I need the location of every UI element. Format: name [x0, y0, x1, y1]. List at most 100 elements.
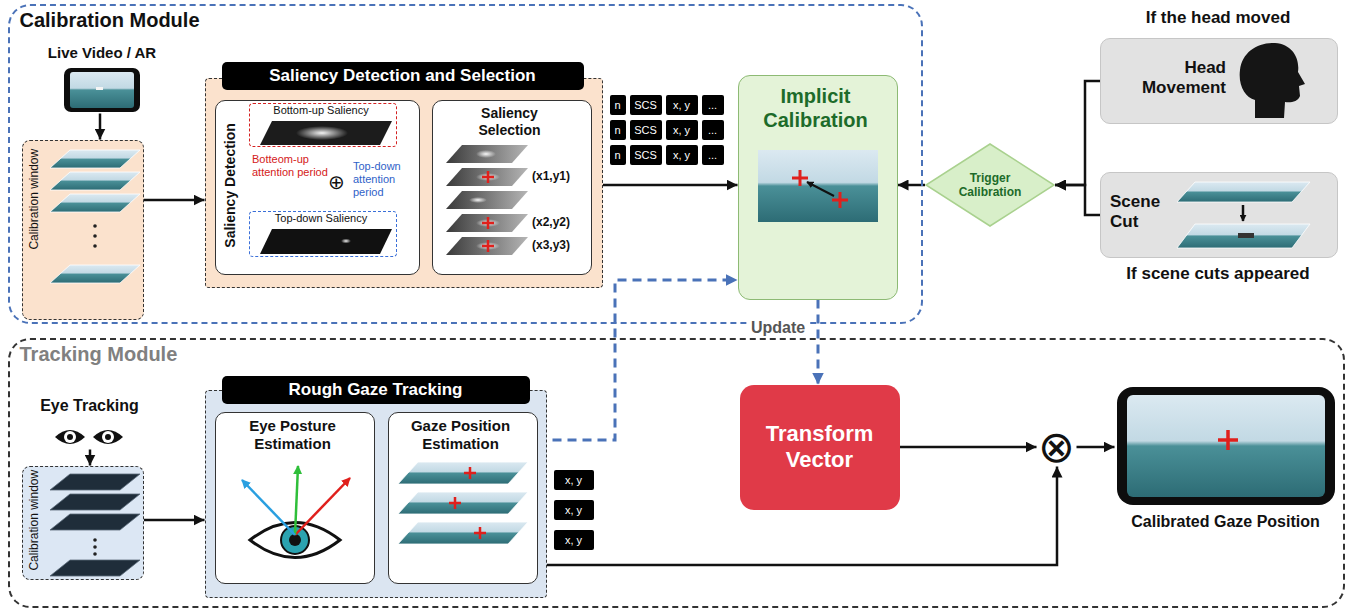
eye-posture	[242, 466, 350, 558]
cell-text: n	[610, 95, 626, 115]
cell-text: SCS	[630, 120, 662, 140]
data-cell: x, y	[666, 145, 698, 165]
saliency-map	[260, 121, 392, 145]
eye-icon	[67, 434, 73, 440]
condition-heading: If the head moved	[1100, 8, 1336, 28]
video-frames	[93, 234, 97, 238]
head-silhouette	[1240, 43, 1305, 118]
process-box: Eye Posture Estimation	[215, 412, 375, 584]
eye-icon	[55, 430, 123, 444]
condition-box: Scene CutIf scene cuts appeared	[1100, 172, 1338, 258]
window-box: Calibration window	[22, 140, 144, 320]
saliency-box: Top-down Saliency	[249, 211, 397, 257]
scene-frames	[1177, 182, 1310, 248]
data-cell: SCS	[630, 95, 662, 115]
attention-note: Botteom-up attention period	[252, 153, 328, 179]
eye-frames	[50, 514, 140, 530]
phone-icon	[64, 68, 140, 112]
operator-symbol: ⊗	[1037, 427, 1077, 467]
eye-icon	[55, 430, 85, 444]
flow-arrow	[1055, 81, 1100, 185]
data-cell: ...	[702, 95, 724, 115]
box-label: Transform Vector	[740, 421, 900, 474]
saliency-layers	[469, 197, 487, 203]
multiply-node: ⊗	[1037, 427, 1077, 467]
data-cell: x, y	[666, 95, 698, 115]
cell-text: x, y	[554, 500, 594, 520]
calibration-photo	[807, 182, 834, 196]
video-frames	[50, 194, 140, 212]
box-label: Bottom-up Saliency	[249, 104, 394, 117]
cell-text: SCS	[630, 95, 662, 115]
scene-frames	[1238, 233, 1254, 238]
data-cell: SCS	[630, 145, 662, 165]
gaze-frames	[398, 462, 528, 544]
saliency-map	[296, 126, 348, 140]
cell-text: ...	[702, 95, 724, 115]
flow-arrow	[144, 199, 205, 202]
operator-symbol: ⊕	[328, 170, 345, 194]
calibration-photo	[758, 150, 878, 222]
calibration-photo	[832, 192, 848, 208]
gaze-frames	[398, 492, 528, 514]
flow-arrow	[898, 184, 926, 187]
source-title: Live Video / AR	[45, 44, 160, 62]
cell-text: n	[610, 120, 626, 140]
box-label: Implicit Calibration	[737, 84, 894, 132]
data-cell: n	[610, 120, 626, 140]
saliency-layers	[482, 171, 494, 252]
process-panel: Eye Posture EstimationGaze Position Esti…	[205, 376, 547, 598]
cell-text: ...	[702, 120, 724, 140]
data-cell: n	[610, 95, 626, 115]
scene-frames	[1242, 205, 1245, 221]
saliency-layers	[446, 145, 528, 163]
process-box: Transform Vector	[740, 385, 900, 510]
data-cell: x, y	[554, 470, 594, 490]
update-connector	[817, 300, 820, 385]
eye-posture	[289, 534, 301, 546]
saliency-layers	[446, 145, 528, 255]
phone-display	[1117, 387, 1335, 505]
video-frames	[93, 224, 97, 228]
flow-arrow	[603, 184, 738, 187]
edge-label: Update	[748, 318, 808, 337]
display-caption: Calibrated Gaze Position	[1105, 512, 1347, 531]
flow-arrow	[99, 114, 102, 140]
update-connector	[538, 280, 738, 440]
cell-text: x, y	[666, 95, 698, 115]
diamond-shape	[926, 144, 1054, 226]
video-frames	[50, 150, 140, 283]
sensor-title: Eye Tracking	[35, 396, 145, 415]
eye-icon	[93, 430, 123, 444]
video-frames	[50, 265, 140, 283]
calibration-photo	[758, 150, 878, 222]
head-silhouette	[1240, 43, 1305, 118]
window-label: Calibration window	[27, 440, 41, 600]
saliency-layers	[476, 219, 500, 227]
eye-icon	[102, 431, 114, 443]
eye-posture	[295, 466, 298, 535]
process-box: Implicit Calibration	[738, 75, 898, 300]
eye-frames	[50, 474, 140, 576]
box-label: Saliency Selection	[456, 105, 563, 139]
eye-frames	[93, 538, 97, 542]
data-cell: x, y	[554, 500, 594, 520]
output-display: Calibrated Gaze Position	[1115, 385, 1337, 507]
flow-arrow	[900, 446, 1037, 449]
eye-frames	[93, 545, 97, 549]
attention-note: Top-down attention period	[353, 160, 417, 200]
cell-text: x, y	[666, 145, 698, 165]
saliency-box: Bottom-up Saliency	[249, 103, 397, 147]
phone-display	[1218, 430, 1238, 450]
eye-posture	[250, 523, 340, 558]
box-label: Top-down Saliency	[249, 212, 394, 225]
cell-text: ...	[702, 145, 724, 165]
coordinate-label: (x3,y3)	[532, 238, 570, 252]
eye-frames	[50, 560, 140, 576]
coordinate-label: (x2,y2)	[532, 215, 570, 229]
eye-posture	[242, 480, 295, 535]
module-title: Tracking Module	[20, 342, 178, 366]
condition-box: If the head movedHead Movement	[1100, 38, 1338, 124]
gaze-frames	[398, 462, 528, 484]
